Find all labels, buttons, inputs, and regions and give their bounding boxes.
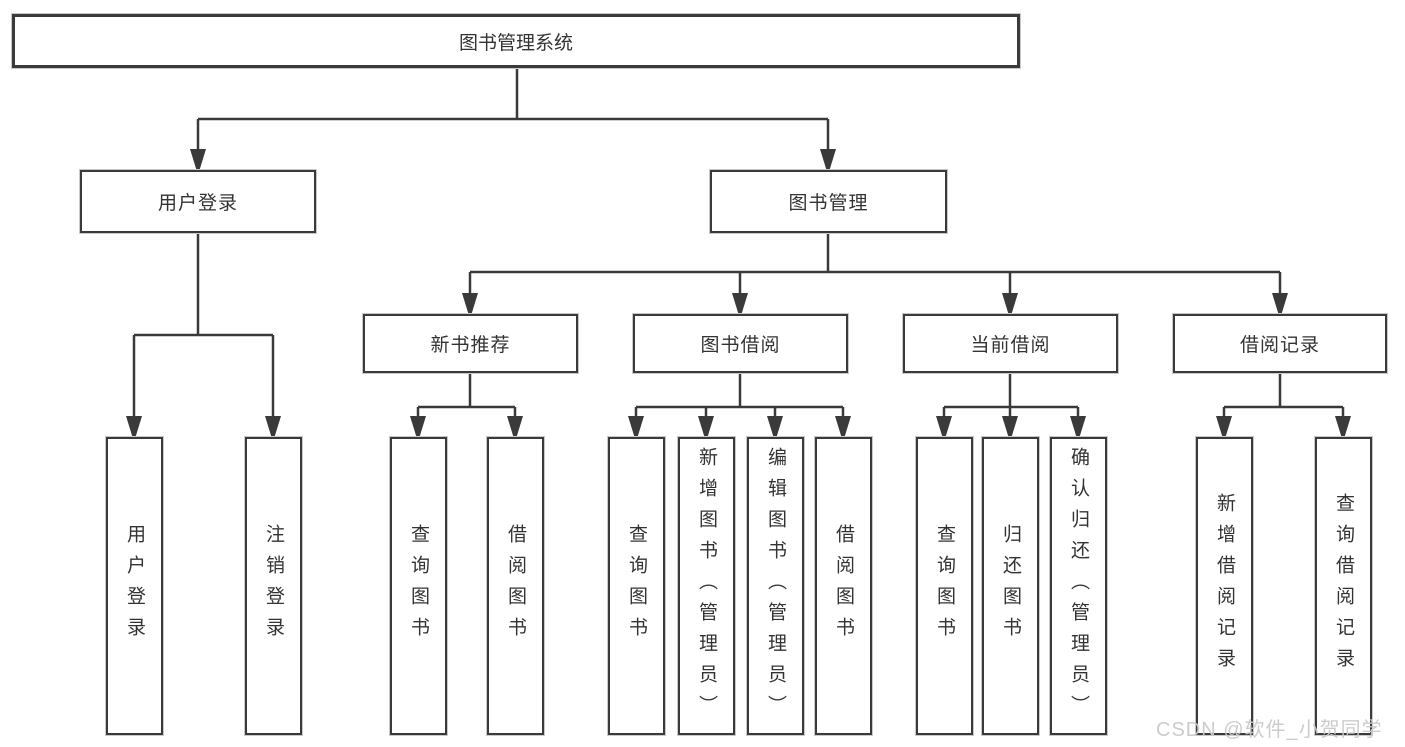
node-current-borrowing: 当前借阅: [903, 314, 1118, 373]
node-label: 图书管理: [788, 193, 869, 214]
node-label: 注销登录: [263, 524, 284, 648]
node-label: 查询图书: [934, 524, 955, 648]
node-label: 借阅图书: [833, 524, 854, 648]
node-label: 编辑图书（管理员）: [765, 446, 786, 726]
node-borrowing-records: 借阅记录: [1173, 314, 1387, 373]
node-label: 当前借阅: [970, 335, 1051, 356]
node-label: 查询图书: [408, 524, 429, 648]
leaf-user-login: 用户登录: [106, 437, 163, 735]
node-label: 归还图书: [1000, 524, 1021, 648]
node-label: 用户登录: [157, 193, 238, 214]
leaf-query-borrow-record: 查询借阅记录: [1315, 437, 1372, 735]
node-root-system: 图书管理系统: [12, 14, 1020, 68]
node-label: 图书管理系统: [458, 32, 573, 54]
node-label: 确认归还（管理员）: [1068, 446, 1089, 726]
node-label: 借阅图书: [505, 524, 526, 648]
node-label: 用户登录: [124, 524, 145, 648]
csdn-watermark: CSDN @软件_小贺同学: [1156, 719, 1383, 741]
leaf-query-books-recommend: 查询图书: [390, 437, 447, 735]
node-new-book-recommendation: 新书推荐: [363, 314, 578, 373]
arrowheads: [126, 149, 1351, 442]
leaf-borrow-books-recommend: 借阅图书: [487, 437, 544, 735]
leaf-edit-books-admin: 编辑图书（管理员）: [747, 437, 804, 735]
node-label: 新增借阅记录: [1214, 493, 1235, 679]
node-book-management: 图书管理: [710, 170, 947, 233]
node-label: 新增图书（管理员）: [696, 446, 717, 726]
leaf-query-books-current: 查询图书: [916, 437, 973, 735]
leaf-add-books-admin: 新增图书（管理员）: [678, 437, 735, 735]
node-label: 查询图书: [626, 524, 647, 648]
node-book-borrowing: 图书借阅: [633, 314, 848, 373]
node-user-login: 用户登录: [80, 170, 316, 233]
node-label: 查询借阅记录: [1333, 493, 1354, 679]
node-label: 新书推荐: [430, 335, 511, 356]
leaf-return-books: 归还图书: [982, 437, 1039, 735]
leaf-query-books-borrow: 查询图书: [608, 437, 665, 735]
leaf-confirm-return-admin: 确认归还（管理员）: [1050, 437, 1107, 735]
leaf-add-borrow-record: 新增借阅记录: [1196, 437, 1253, 735]
leaf-borrow-books: 借阅图书: [815, 437, 872, 735]
node-label: 图书借阅: [700, 335, 781, 356]
leaf-logout: 注销登录: [245, 437, 302, 735]
node-label: 借阅记录: [1239, 335, 1320, 356]
